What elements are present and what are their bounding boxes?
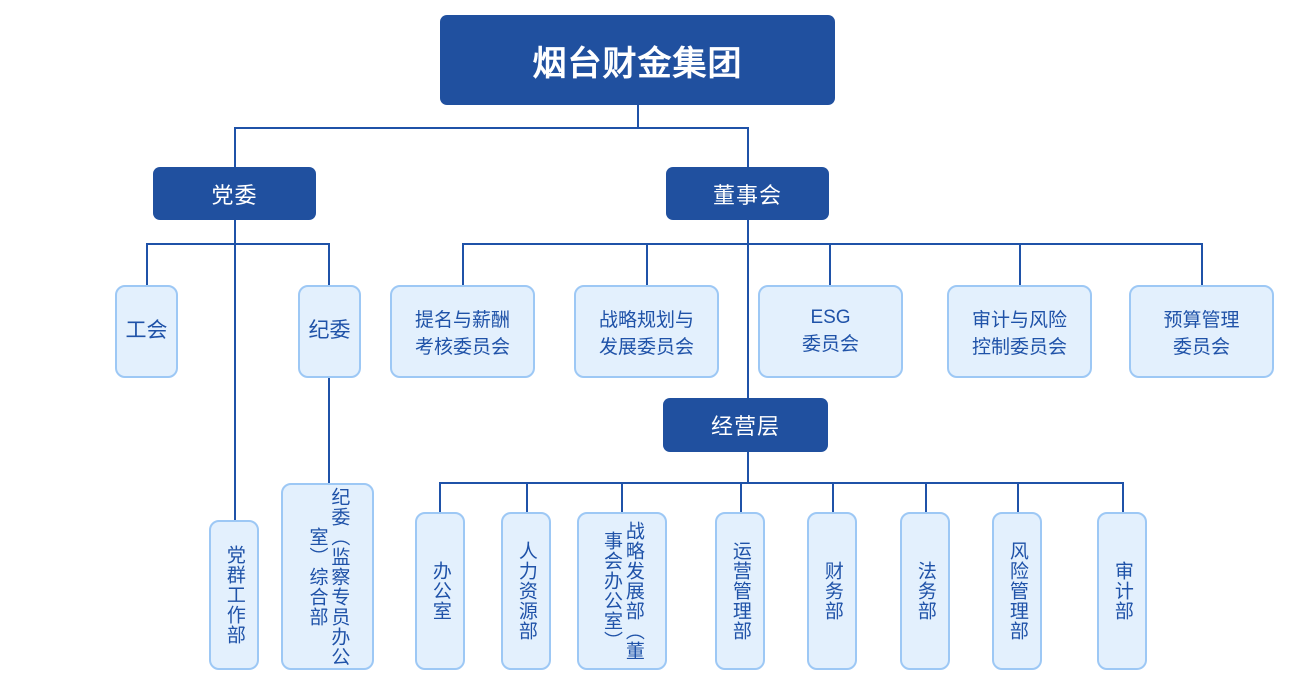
connector-root-to-party xyxy=(234,127,236,167)
connector-management-stem xyxy=(747,452,749,483)
connector-root-to-board xyxy=(747,127,749,167)
node-finance-dept[interactable]: 财务部 xyxy=(807,512,857,670)
connector-dept-drop-6 xyxy=(925,482,927,512)
node-discipline-committee-label: 纪委 xyxy=(308,319,351,343)
node-committee-esg[interactable]: ESG 委员会 xyxy=(758,285,903,378)
node-office[interactable]: 办公室 xyxy=(415,512,465,670)
connector-discipline-to-dept xyxy=(328,378,330,483)
node-party-mass-work-dept[interactable]: 党群工作部 xyxy=(209,520,259,670)
connector-board-to-c1 xyxy=(462,243,464,285)
connector-root-stem xyxy=(637,105,639,128)
connector-dept-drop-5 xyxy=(832,482,834,512)
connector-dept-drop-7 xyxy=(1017,482,1019,512)
node-committee-audit-risk[interactable]: 审计与风险 控制委员会 xyxy=(947,285,1092,378)
node-committee-esg-line2: 委员会 xyxy=(801,334,859,355)
node-root-label: 烟台财金集团 xyxy=(532,44,743,83)
node-discipline-inspection-office[interactable]: 纪委（监察专员办公室）综合部 xyxy=(281,483,374,670)
connector-board-to-c2 xyxy=(646,243,648,285)
node-legal-affairs-dept-label: 法务部 xyxy=(914,561,936,621)
node-strategy-development-dept-label: 战略发展部（董事会办公室） xyxy=(601,521,644,661)
connector-root-bus xyxy=(234,127,749,129)
node-committee-budget-management-line1: 预算管理 xyxy=(1163,309,1240,331)
node-legal-affairs-dept[interactable]: 法务部 xyxy=(900,512,950,670)
node-discipline-committee[interactable]: 纪委 xyxy=(298,285,361,378)
node-strategy-development-dept[interactable]: 战略发展部（董事会办公室） xyxy=(577,512,667,670)
node-party-mass-work-dept-label: 党群工作部 xyxy=(223,545,245,645)
node-risk-management-dept[interactable]: 风险管理部 xyxy=(992,512,1042,670)
node-committee-budget-management-line2: 委员会 xyxy=(1172,336,1230,358)
connector-board-to-c4 xyxy=(1019,243,1021,285)
node-root-group[interactable]: 烟台财金集团 xyxy=(440,15,835,105)
connector-dept-drop-2 xyxy=(526,482,528,512)
connector-party-bus xyxy=(146,243,330,245)
node-office-label: 办公室 xyxy=(429,561,451,621)
node-committee-esg-line1: ESG xyxy=(810,307,851,328)
connector-dept-drop-4 xyxy=(740,482,742,512)
node-party-committee-label: 党委 xyxy=(211,182,258,208)
connector-board-to-c5 xyxy=(1201,243,1203,285)
node-management-level[interactable]: 经营层 xyxy=(663,398,828,452)
node-discipline-inspection-office-label: 纪委（监察专员办公室）综合部 xyxy=(306,486,350,667)
node-committee-budget-management[interactable]: 预算管理 委员会 xyxy=(1129,285,1274,378)
node-labor-union-label: 工会 xyxy=(125,319,168,343)
node-committee-audit-risk-line1: 审计与风险 xyxy=(971,309,1067,331)
connector-dept-drop-1 xyxy=(439,482,441,512)
node-committee-audit-risk-line2: 控制委员会 xyxy=(971,336,1067,358)
node-audit-dept-label: 审计部 xyxy=(1111,561,1133,621)
connector-party-dept-drop xyxy=(234,490,236,520)
connector-party-long-stem xyxy=(234,220,236,520)
node-operations-management-dept-label: 运营管理部 xyxy=(729,541,751,641)
node-committee-nomination-compensation-line1: 提名与薪酬 xyxy=(414,309,510,331)
node-operations-management-dept[interactable]: 运营管理部 xyxy=(715,512,765,670)
connector-dept-drop-3 xyxy=(621,482,623,512)
node-committee-nomination-compensation-line2: 考核委员会 xyxy=(414,336,510,358)
node-labor-union[interactable]: 工会 xyxy=(115,285,178,378)
connector-party-to-discipline xyxy=(328,243,330,285)
connector-board-to-c3 xyxy=(829,243,831,285)
node-board-of-directors-label: 董事会 xyxy=(712,182,782,208)
node-finance-dept-label: 财务部 xyxy=(821,561,843,621)
node-party-committee[interactable]: 党委 xyxy=(153,167,316,220)
node-risk-management-dept-label: 风险管理部 xyxy=(1006,541,1028,641)
connector-board-stem xyxy=(747,220,749,412)
node-committee-nomination-compensation[interactable]: 提名与薪酬 考核委员会 xyxy=(390,285,535,378)
connector-dept-drop-8 xyxy=(1122,482,1124,512)
node-committee-strategy-planning[interactable]: 战略规划与 发展委员会 xyxy=(574,285,719,378)
node-management-level-label: 经营层 xyxy=(710,414,780,439)
node-audit-dept[interactable]: 审计部 xyxy=(1097,512,1147,670)
node-board-of-directors[interactable]: 董事会 xyxy=(666,167,829,220)
node-committee-strategy-planning-line2: 发展委员会 xyxy=(598,336,694,358)
connector-party-to-union xyxy=(146,243,148,285)
node-human-resources-dept-label: 人力资源部 xyxy=(515,541,537,641)
node-human-resources-dept[interactable]: 人力资源部 xyxy=(501,512,551,670)
connector-departments-bus xyxy=(439,482,1123,484)
connector-board-bus xyxy=(462,243,1202,245)
node-committee-strategy-planning-line1: 战略规划与 xyxy=(598,309,694,331)
